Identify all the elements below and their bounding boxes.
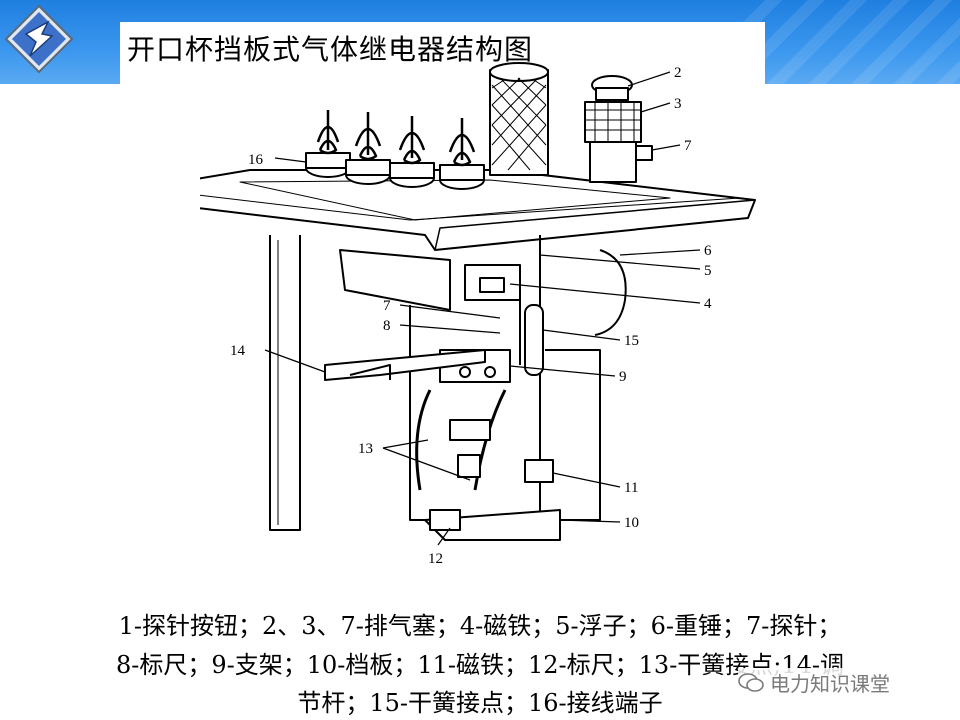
title-box: [120, 22, 765, 86]
watermark: 电力知识课堂: [738, 668, 890, 697]
page-title: 开口杯挡板式气体继电器结构图: [127, 33, 534, 66]
callout-10: 10: [624, 515, 639, 531]
header-decoration: [740, 0, 960, 84]
callout-5: 5: [704, 263, 712, 279]
callout-13: 13: [358, 441, 373, 457]
callout-4: 4: [704, 296, 712, 312]
callout-6: 6: [704, 243, 712, 259]
callout-3: 3: [674, 96, 682, 112]
callout-9: 9: [619, 369, 627, 385]
callout-7-top: 7: [684, 138, 692, 154]
callout-12: 12: [428, 551, 443, 567]
chat-bubble-icon: [738, 672, 764, 692]
callout-2: 2: [674, 65, 682, 81]
watermark-text: 电力知识课堂: [770, 672, 890, 696]
caption-line-1: 1-探针按钮；2、3、7-排气塞；4-磁铁；5-浮子；6-重锤；7-探针；: [118, 612, 842, 640]
gas-relay-structure-diagram: 16 2 3 7 6 5 4 7 8 15 14 9 13 11 10 12: [200, 62, 756, 567]
callout-7-mid: 7: [383, 298, 391, 314]
callout-14: 14: [230, 343, 246, 359]
callout-15: 15: [624, 333, 639, 349]
callout-16: 16: [248, 152, 264, 168]
caption-line-3: 节杆；15-干簧接点；16-接线端子: [297, 689, 663, 717]
callout-11: 11: [624, 480, 638, 496]
lightning-s-logo-icon: [4, 4, 74, 74]
caption-line-2: 8-标尺；9-支架；10-档板；11-磁铁；12-标尺；13-干簧接点;14-调: [115, 651, 845, 679]
callout-8: 8: [383, 318, 391, 334]
